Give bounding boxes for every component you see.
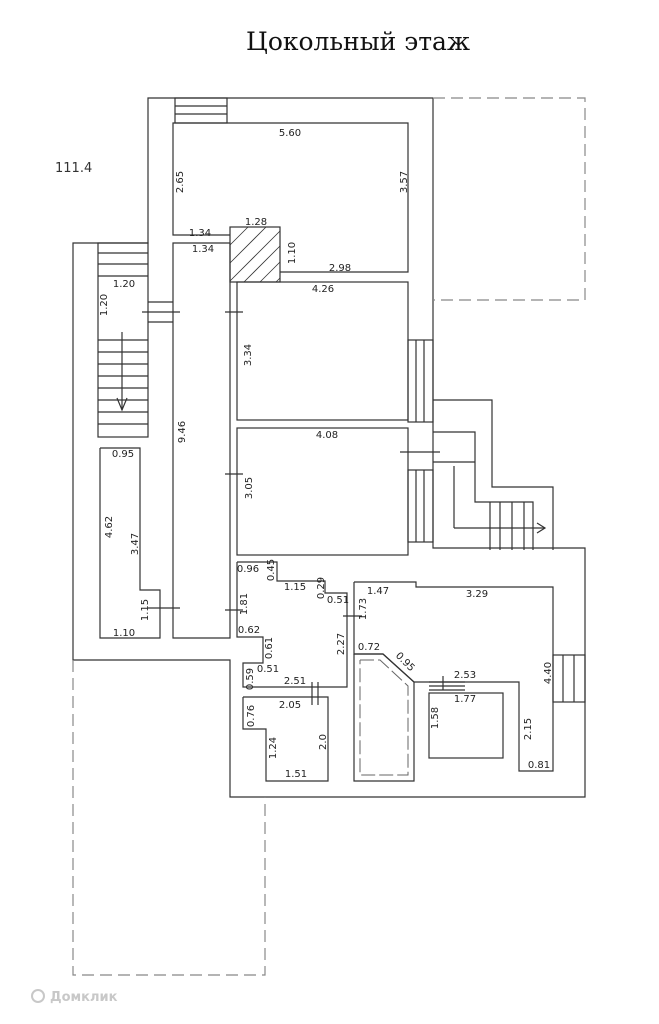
dim-label: 0.29 — [316, 577, 327, 599]
dim-label: 0.45 — [266, 559, 277, 581]
dim-label: 0.51 — [257, 664, 279, 675]
dim-label: 1.58 — [430, 707, 441, 729]
dim-label: 1.51 — [285, 769, 307, 780]
dim-label: 1.10 — [113, 628, 135, 639]
room-a — [236, 561, 348, 688]
dim-label: 1.10 — [287, 242, 298, 264]
total-area: 111.4 — [55, 161, 92, 176]
top-steps — [174, 97, 228, 124]
dim-label: 2.05 — [279, 700, 301, 711]
dim-label: 5.60 — [279, 128, 301, 139]
dim-label: 2.51 — [284, 676, 306, 687]
room-d — [428, 692, 504, 759]
right-steps — [552, 654, 586, 703]
dim-label: 0.72 — [358, 642, 380, 653]
dim-label: 4.62 — [104, 516, 115, 538]
dim-label: 0.76 — [246, 705, 257, 727]
dim-label: 2.0 — [318, 734, 329, 750]
pool — [353, 653, 415, 782]
dim-label: 1.47 — [367, 586, 389, 597]
dim-label: 0.59 — [245, 668, 256, 690]
right-upper-stair — [400, 339, 554, 550]
left-stair — [97, 242, 149, 438]
dim-label: 2.27 — [336, 633, 347, 655]
dim-label: 3.34 — [243, 344, 254, 366]
dim-label: 1.81 — [239, 593, 250, 615]
dim-label: 1.77 — [454, 694, 476, 705]
left-room — [99, 447, 161, 639]
dim-label: 1.24 — [268, 737, 279, 759]
corridor — [142, 242, 243, 639]
dashed-terraces — [72, 97, 586, 976]
dim-label: 4.40 — [543, 662, 554, 684]
dim-label: 0.95 — [112, 449, 134, 460]
dim-label: 0.61 — [264, 637, 275, 659]
dim-label: 4.08 — [316, 430, 338, 441]
dim-label: 3.05 — [244, 477, 255, 499]
dim-label: 2.15 — [523, 718, 534, 740]
outer-walls — [72, 97, 586, 798]
logo-icon — [31, 989, 45, 1003]
dim-label: 1.20 — [113, 279, 135, 290]
dim-label: 0.51 — [327, 595, 349, 606]
door-marks — [311, 615, 465, 705]
dim-label: 3.29 — [466, 589, 488, 600]
dim-label: 2.65 — [175, 171, 186, 193]
dim-label: 1.28 — [245, 217, 267, 228]
dim-label: 1.73 — [358, 598, 369, 620]
room-3 — [236, 427, 409, 556]
dim-label: 0.96 — [237, 564, 259, 575]
dim-label: 0.81 — [528, 760, 550, 771]
watermark: Домклик — [31, 989, 118, 1005]
dim-label: 1.34 — [192, 244, 214, 255]
dim-label: 1.34 — [189, 228, 211, 239]
room-2 — [236, 281, 409, 421]
dim-label: 0.95 — [393, 650, 417, 674]
dim-label: 4.26 — [312, 284, 334, 295]
dim-label: 9.46 — [177, 421, 188, 443]
dim-label: 1.20 — [99, 294, 110, 316]
dim-label: 3.47 — [130, 533, 141, 555]
dim-label: 3.57 — [399, 171, 410, 193]
dim-label: 2.98 — [329, 263, 351, 274]
room-b — [242, 696, 329, 782]
dim-label: 2.53 — [454, 670, 476, 681]
dim-label: 1.15 — [284, 582, 306, 593]
svg-text:Домклик: Домклик — [50, 990, 118, 1005]
dim-label: 1.15 — [140, 599, 151, 621]
dim-label: 0.62 — [238, 625, 260, 636]
plan-title: Цокольный этаж — [246, 27, 470, 56]
